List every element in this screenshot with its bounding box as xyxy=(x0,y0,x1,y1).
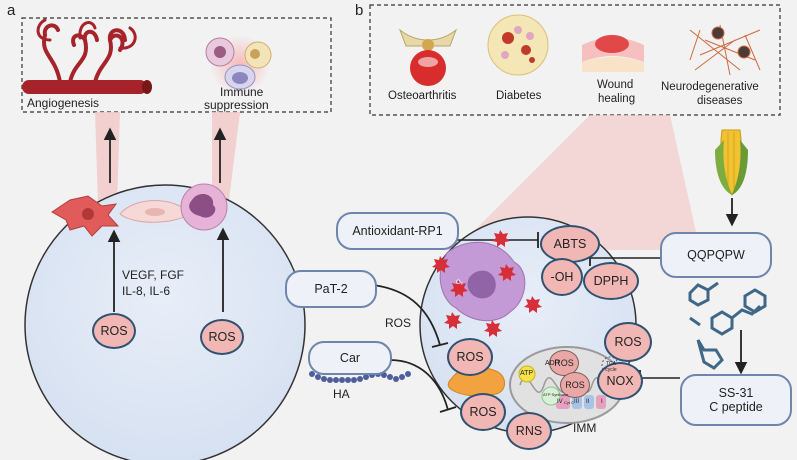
atp-synthase-label: ATP Synthase xyxy=(543,392,569,397)
adp-label: ADP xyxy=(545,360,560,367)
radical-bursts xyxy=(432,230,542,337)
ros-node-a-left: ROS xyxy=(92,313,136,349)
immune-cells-icon xyxy=(205,35,272,95)
panel-b-funnel xyxy=(455,115,700,250)
panel-b-letter: b xyxy=(355,2,364,19)
panel-a-funnel-right xyxy=(212,112,240,200)
osteoarthritis-icon xyxy=(398,28,458,86)
node-abts: ABTS xyxy=(540,225,600,263)
cyt-c-label: Cyt C xyxy=(564,400,574,405)
tca-label: TCA cycle xyxy=(605,361,617,373)
complex-iv-label: IV xyxy=(557,399,563,405)
ss31-line1: SS-31 xyxy=(718,386,754,400)
panel-b-top-box xyxy=(369,4,781,116)
molecule-icon xyxy=(688,281,767,370)
agent-pat-2: PaT-2 xyxy=(285,270,377,308)
line-pat2-ros xyxy=(372,284,441,346)
node-rns: RNS xyxy=(506,412,552,450)
angiogenesis-label: Angiogenesis xyxy=(27,96,100,110)
complex-iii-label: III xyxy=(574,399,580,405)
disease-label-osteoarthritis: Osteoarthritis xyxy=(388,90,457,102)
damaged-cell-icon xyxy=(439,241,526,322)
agent-qqpqpw: QQPQPW xyxy=(660,232,772,278)
o2-radical-label: O₂ xyxy=(456,280,463,286)
line-car-ros xyxy=(389,359,449,411)
node-mito-ros-2: ROS xyxy=(560,372,590,398)
panel-a-funnel-left xyxy=(95,112,120,205)
immune-label-line1: Immune xyxy=(220,85,264,99)
node-dpph: DPPH xyxy=(583,262,639,300)
node-oh: -OH xyxy=(541,258,583,296)
disease-label-diabetes: Diabetes xyxy=(496,90,542,102)
disease-label-wound-line2: healing xyxy=(598,93,636,105)
agent-ss31: SS-31 C peptide xyxy=(680,374,792,426)
immune-label-line2: suppression xyxy=(204,98,269,112)
ros-node-a-right: ROS xyxy=(200,319,244,355)
agent-antioxidant-rp1: Antioxidant-RP1 xyxy=(336,212,459,250)
panel-a-top-box xyxy=(21,17,332,113)
factors-line2: IL-8, IL-6 xyxy=(122,284,171,298)
complex-ii-label: II xyxy=(586,399,590,405)
neuron-icon xyxy=(689,24,761,76)
imm-label: IMM xyxy=(573,421,597,435)
complex-i-label: I xyxy=(601,399,603,405)
node-mito-ros-1: ROS xyxy=(549,350,579,376)
vessel-icon xyxy=(22,18,152,94)
diabetes-icon xyxy=(487,14,549,76)
disease-label-wound-line1: Wound xyxy=(597,79,634,91)
disease-label-neuro-line2: diseases xyxy=(697,95,743,107)
ha-label: HA xyxy=(333,387,350,401)
node-nox: NOX xyxy=(597,362,643,400)
panel-a-letter: a xyxy=(7,2,16,19)
macrophage-cell-icon xyxy=(180,183,228,231)
corn-icon xyxy=(715,129,748,197)
factors-line1: VEGF, FGF xyxy=(122,268,185,282)
stellate-cell-icon xyxy=(51,195,120,237)
node-ros-low: ROS xyxy=(460,393,506,431)
disease-label-neuro-line1: Neurodegenerative xyxy=(661,81,759,93)
node-ros-mid: ROS xyxy=(447,338,493,376)
agent-car: Car xyxy=(308,341,392,375)
node-ros-right: ROS xyxy=(604,322,652,362)
wound-healing-icon xyxy=(582,35,644,72)
atp-label: ATP xyxy=(520,370,534,377)
ss31-line2: C peptide xyxy=(709,400,763,414)
ros-arrow-label: ROS xyxy=(385,316,412,330)
panel-a-cell xyxy=(24,184,306,460)
